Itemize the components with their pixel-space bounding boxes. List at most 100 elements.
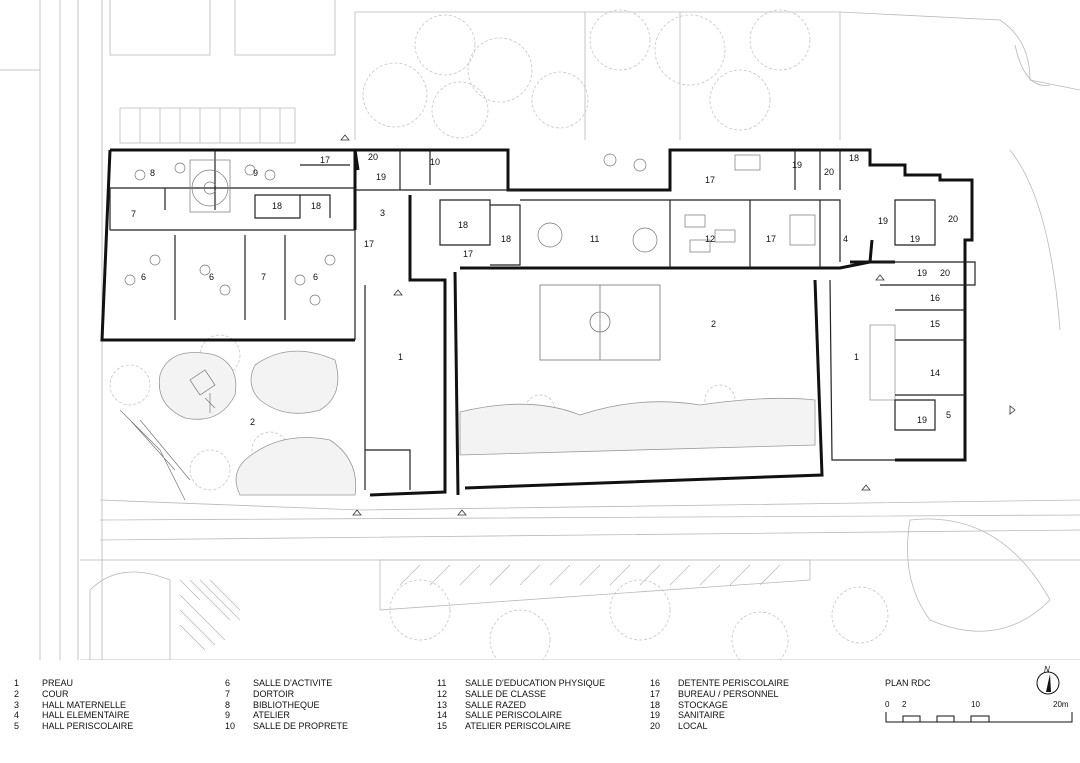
room-label: 20: [368, 152, 378, 162]
trees: [109, 9, 889, 660]
room-label: 18: [311, 201, 321, 211]
legend-label: SALLE RAZED: [465, 699, 527, 710]
room-label: 20: [940, 268, 950, 278]
legend-item: 5 HALL PERISCOLAIRE: [14, 721, 133, 732]
room-label: 19: [376, 172, 386, 182]
legend-label: SALLE DE PROPRETE: [253, 721, 349, 732]
room-label: 7: [131, 209, 136, 219]
room-label: 17: [364, 239, 374, 249]
legend-label: COUR: [42, 688, 69, 699]
room-label: 18: [501, 234, 511, 244]
room-label: 17: [320, 155, 330, 165]
legend-number: 3: [14, 699, 20, 710]
room-label: 2: [711, 319, 716, 329]
room-label: 17: [766, 234, 776, 244]
room-label: 19: [917, 415, 927, 425]
room-label: 18: [272, 201, 282, 211]
site-context: [0, 0, 1080, 660]
room-label: 15: [930, 319, 940, 329]
legend-number: 1: [14, 678, 20, 688]
room-label: 11: [590, 234, 599, 244]
legend-item: 20 LOCAL: [650, 721, 789, 732]
room-label: 19: [917, 268, 927, 278]
room-label: 6: [313, 272, 318, 282]
parking-stalls: [119, 107, 781, 651]
interior-walls: [109, 150, 976, 490]
room-label: 20: [824, 167, 834, 177]
room-label: 4: [843, 234, 848, 244]
north-arrow-icon: N: [1036, 665, 1060, 695]
sports-field: [539, 284, 661, 361]
legend-label: HALL PERISCOLAIRE: [42, 721, 134, 732]
legend-item: 11 SALLE D'EDUCATION PHYSIQUE: [437, 678, 605, 689]
room-label: 12: [705, 234, 715, 244]
room-label: 19: [792, 160, 802, 170]
legend-number: 12: [437, 688, 448, 699]
legend-label: LOCAL: [678, 721, 708, 732]
legend-number: 2: [14, 688, 20, 699]
room-label: 19: [878, 216, 888, 226]
legend-number: 11: [437, 678, 447, 688]
room-label: 6: [141, 272, 146, 282]
legend-item: 1 PREAU: [14, 678, 133, 689]
legend-label: SALLE D'ACTIVITE: [253, 678, 333, 688]
legend-number: 4: [14, 710, 20, 721]
room-label: 20: [948, 214, 958, 224]
legend-label: BUREAU / PERSONNEL: [678, 688, 779, 699]
building-walls: [100, 148, 974, 497]
room-label: 18: [458, 220, 468, 230]
legend-label: STOCKAGE: [678, 699, 728, 710]
legend-number: 20: [650, 721, 661, 732]
legend-label: DETENTE PERISCOLAIRE: [678, 678, 790, 688]
room-label: 10: [430, 157, 440, 167]
legend-label: PREAU: [42, 678, 74, 688]
legend-label: SALLE D'EDUCATION PHYSIQUE: [465, 678, 606, 688]
room-label: 1: [398, 352, 403, 362]
legend-number: 10: [225, 721, 236, 732]
room-label: 7: [261, 272, 266, 282]
legend-item: 7 DORTOIR: [225, 689, 348, 700]
legend-number: 5: [14, 721, 20, 732]
room-label: 9: [253, 168, 258, 178]
legend-item: 15 ATELIER PERISCOLAIRE: [437, 721, 605, 732]
room-label: 17: [463, 249, 473, 259]
legend-item: 3 HALL MATERNELLE: [14, 700, 133, 711]
scale-bar: [885, 712, 1073, 723]
legend-label: BIBLIOTHEQUE: [253, 699, 320, 710]
legend-label: HALL MATERNELLE: [42, 699, 127, 710]
room-labels: 8 9 17 18 18 7 6 6 7 6 2 1 3 17 20 19 10…: [131, 152, 958, 427]
legend-item: 17 BUREAU / PERSONNEL: [650, 689, 789, 700]
scale-label: 0: [885, 700, 890, 709]
legend-label: ATELIER PERISCOLAIRE: [465, 721, 571, 732]
room-label: 2: [250, 417, 255, 427]
room-label: 19: [910, 234, 920, 244]
legend-number: 9: [225, 710, 231, 721]
room-label: 17: [705, 175, 715, 185]
furniture: [119, 153, 816, 501]
legend-label: SANITAIRE: [678, 710, 725, 721]
floor-plan: 8 9 17 18 18 7 6 6 7 6 2 1 3 17 20 19 10…: [0, 0, 1080, 660]
courtyards: [158, 324, 896, 496]
north-label: N: [1044, 665, 1050, 674]
legend-number: 16: [650, 678, 661, 688]
room-label: 6: [209, 272, 214, 282]
plan-title: PLAN RDC: [885, 678, 931, 688]
legend-item: 10 SALLE DE PROPRETE: [225, 721, 348, 732]
legend-number: 14: [437, 710, 448, 721]
legend-number: 15: [437, 721, 448, 732]
legend-number: 6: [225, 678, 231, 688]
legend-label: DORTOIR: [253, 688, 295, 699]
legend-number: 7: [225, 688, 231, 699]
room-label: 1: [854, 352, 859, 362]
entrance-markers: [340, 134, 1016, 516]
legend-number: 17: [650, 688, 661, 699]
